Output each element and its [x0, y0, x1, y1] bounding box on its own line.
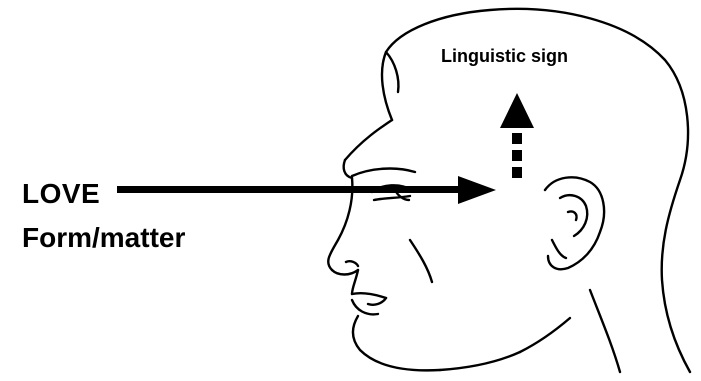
- word-label: LOVE: [22, 178, 101, 209]
- linguistic-sign-label: Linguistic sign: [441, 46, 569, 66]
- form-matter-label: Form/matter: [22, 222, 186, 253]
